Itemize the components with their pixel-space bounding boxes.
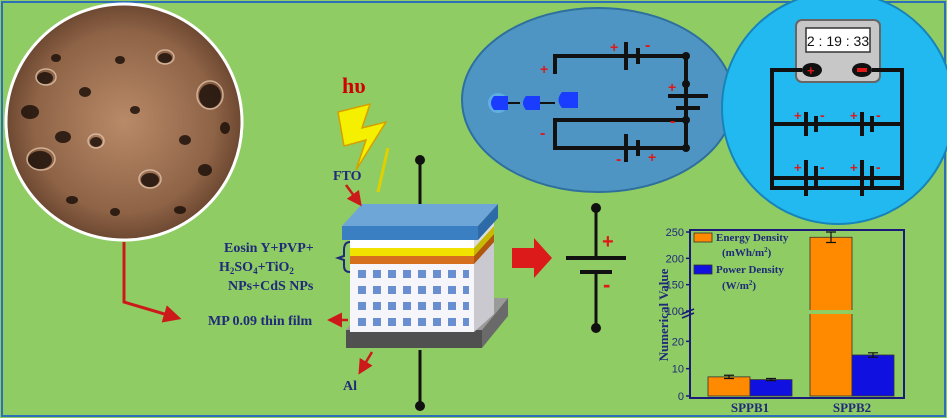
timer-display: 2 : 19 : 33 — [807, 33, 869, 49]
led-circuit-minus-3: - — [616, 151, 621, 168]
y-tick-label: 100 — [666, 306, 684, 318]
al-arrow — [358, 351, 374, 375]
bar-break-gap — [809, 310, 853, 314]
legend-swatch-power — [693, 264, 713, 275]
lightning-bolt-icon — [337, 102, 388, 171]
legend-power-label: Power Density — [716, 264, 784, 276]
x-category-label: SPPB2 — [833, 400, 871, 415]
chart-legend: Energy Density (mWh/m2) Power Density (W… — [693, 232, 789, 292]
output-arrow — [512, 238, 552, 278]
sem-micrograph — [4, 2, 244, 242]
legend-power-unit: (W/m2) — [722, 279, 756, 292]
chart-ylabel: Numerical Value — [656, 268, 671, 361]
solar-cell-device — [342, 155, 508, 411]
timer-plus: + — [807, 63, 815, 78]
axis-break-mark — [681, 308, 695, 319]
photon-label: hυ — [342, 73, 366, 98]
cell-plus-2: + — [850, 108, 858, 123]
led-circuit-plus-4: + — [668, 79, 676, 95]
film-label: MP 0.09 thin film — [208, 314, 313, 329]
bar-energy-sppb1 — [707, 376, 751, 397]
micrograph-to-film-arrow — [122, 242, 182, 323]
led-circuit-plus-2: + — [540, 61, 548, 77]
error-bar — [724, 374, 734, 380]
cell-minus-3: - — [820, 159, 825, 175]
led-circuit: + - + - - + + - — [461, 7, 735, 193]
error-bar — [766, 377, 776, 382]
error-bar — [868, 352, 878, 358]
electrolyte-brace — [334, 241, 351, 273]
electrolyte-label: Eosin Y+PVP+ H2SO4+TiO2 NPs+CdS NPs — [219, 241, 314, 294]
legend-energy-label: Energy Density — [716, 232, 789, 244]
y-tick-label: 150 — [666, 280, 684, 292]
error-bar — [826, 231, 836, 244]
timer-circuit: 2 : 19 : 33 + + - + - + - + - — [721, 0, 947, 225]
blue-led-icon — [488, 92, 578, 113]
led-circuit-minus-4: - — [670, 113, 675, 130]
cell-minus-4: - — [876, 159, 881, 175]
chart-plot-area — [689, 229, 905, 399]
battery-symbol: + - — [566, 203, 626, 333]
bar-energy-sppb2 — [809, 236, 853, 397]
cell-minus-2: - — [876, 107, 881, 123]
battery-minus: - — [603, 272, 610, 297]
fto-arrow — [344, 184, 362, 207]
led-circuit-minus-1: - — [645, 37, 650, 54]
al-label: Al — [343, 379, 357, 394]
timer-minus — [857, 68, 867, 72]
cell-plus-3: + — [794, 160, 802, 175]
battery-plus: + — [602, 231, 614, 253]
cell-plus-1: + — [794, 108, 802, 123]
bar-power-sppb1 — [749, 379, 793, 397]
legend-swatch-energy — [693, 232, 713, 243]
led-circuit-plus-1: + — [610, 39, 618, 55]
y-tick-label: 250 — [666, 227, 684, 239]
y-tick-label: 10 — [672, 364, 684, 376]
electrolyte-line-2: H2SO4+TiO2 — [219, 260, 294, 276]
led-circuit-plus-3: + — [648, 149, 656, 165]
led-circuit-minus-2: - — [540, 125, 545, 142]
y-tick-label: 200 — [666, 253, 684, 265]
y-tick-label: 20 — [672, 336, 684, 348]
cell-plus-4: + — [850, 160, 858, 175]
y-tick-label: 0 — [678, 391, 684, 403]
x-category-label: SPPB1 — [731, 400, 769, 415]
electrolyte-line-3: NPs+CdS NPs — [228, 279, 314, 294]
building-windows — [358, 270, 469, 326]
bar-chart: Numerical Value 0 10 20 100 150 200 250 SPPB1 S… — [656, 227, 905, 415]
electrolyte-line-1: Eosin Y+PVP+ — [224, 241, 314, 256]
bolt-tip-arrow — [376, 147, 390, 193]
fto-label: FTO — [333, 169, 362, 184]
bar-power-sppb2 — [851, 354, 895, 397]
legend-energy-unit: (mWh/m2) — [722, 246, 772, 259]
cell-minus-1: - — [820, 107, 825, 123]
